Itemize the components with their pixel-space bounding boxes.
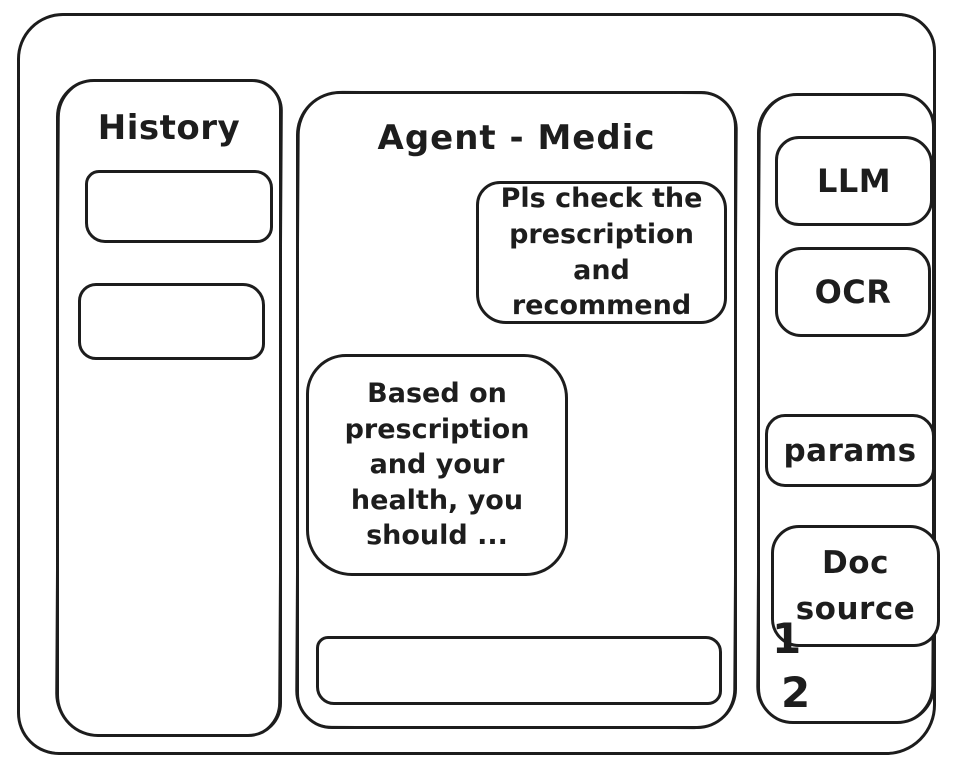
params-button[interactable]: params [765,414,935,487]
annotation-1: 1 [772,614,802,663]
history-title: History [97,108,241,148]
user-message-bubble: Pls check the prescription and recommend [476,181,727,324]
tools-panel: LLM OCR params Doc source 1 2 [757,93,940,724]
ocr-button[interactable]: OCR [775,247,931,337]
chat-panel: Agent - Medic Pls check the prescription… [296,91,737,729]
message-input[interactable] [316,636,722,705]
chat-title: Agent - Medic [377,118,656,158]
app-window: History Agent - Medic Pls check the pres… [17,13,940,755]
history-item[interactable] [78,283,265,360]
llm-button[interactable]: LLM [775,136,933,226]
history-panel: History [56,79,282,737]
history-item[interactable] [85,170,273,243]
doc-source-button[interactable]: Doc source [771,525,940,647]
annotation-2: 2 [781,668,811,717]
assistant-message-bubble: Based on prescription and your health, y… [306,354,568,576]
